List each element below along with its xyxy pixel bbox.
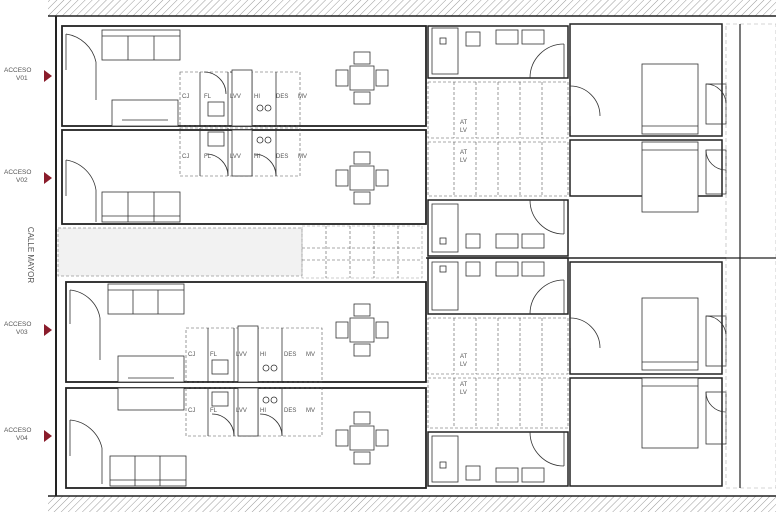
at-label: AT <box>460 120 468 126</box>
lv-label: LV <box>460 128 467 134</box>
sideboards <box>111 99 185 411</box>
lv-label: LV <box>460 158 467 164</box>
kitchen-code-label: HI <box>260 408 266 414</box>
access-code: V02 <box>16 177 28 184</box>
kitchen-code-label: MV <box>306 408 315 414</box>
access-v04: ACCESO V04 <box>4 427 52 442</box>
access-label: ACCESO <box>4 321 31 328</box>
bedrooms <box>569 23 723 487</box>
at-label: AT <box>460 382 468 388</box>
lv-label: LV <box>460 390 467 396</box>
kitchen-code-label: DES <box>284 352 296 358</box>
kitchen-v04 <box>185 387 323 437</box>
kitchen-code-label: CJ <box>188 352 195 358</box>
kitchen-code-label: HI <box>260 352 266 358</box>
top-boundary-hatch <box>48 0 776 16</box>
kitchen-v02 <box>179 127 301 177</box>
access-v01: ACCESO V01 <box>4 67 52 82</box>
kitchen-code-label: FL <box>204 154 212 160</box>
kitchen-code-label: LVV <box>236 352 247 358</box>
kitchen-code-label: HI <box>254 94 260 100</box>
sofas <box>101 29 187 487</box>
right-courtyard <box>725 23 776 489</box>
kitchen-code-label: MV <box>298 154 307 160</box>
access-code: V01 <box>16 75 28 82</box>
access-label: ACCESO <box>4 427 31 434</box>
access-label: ACCESO <box>4 169 31 176</box>
entry-doors <box>65 33 103 484</box>
kitchen-code-label: FL <box>204 94 212 100</box>
kitchen-code-label: LVV <box>230 154 241 160</box>
kitchen-code-label: FL <box>210 352 218 358</box>
laundry-zones <box>427 81 569 429</box>
kitchen-code-label: CJ <box>182 154 189 160</box>
access-code: V03 <box>16 329 28 336</box>
access-arrow-icon <box>44 430 52 442</box>
kitchen-code-label: LVV <box>230 94 241 100</box>
street-strip <box>57 227 303 277</box>
kitchen-code-label: MV <box>306 352 315 358</box>
kitchen-code-label: DES <box>284 408 296 414</box>
kitchen-code-label: HI <box>254 154 260 160</box>
access-label: ACCESO <box>4 67 31 74</box>
access-v02: ACCESO V02 <box>4 169 52 184</box>
bottom-boundary-hatch <box>48 496 776 512</box>
kitchen-code-label: CJ <box>188 408 195 414</box>
kitchen-v03 <box>185 325 323 383</box>
lv-label: LV <box>460 362 467 368</box>
kitchen-code-label: LVV <box>236 408 247 414</box>
access-arrow-icon <box>44 172 52 184</box>
at-label: AT <box>460 150 468 156</box>
street-name-label: CALLE MAYOR <box>26 227 35 284</box>
access-arrow-icon <box>44 70 52 82</box>
kitchen-code-label: CJ <box>182 94 189 100</box>
at-label: AT <box>460 354 468 360</box>
kitchen-code-label: DES <box>276 154 288 160</box>
access-code: V04 <box>16 435 28 442</box>
kitchen-v01 <box>179 69 301 127</box>
kitchen-code-label: FL <box>210 408 218 414</box>
access-arrow-icon <box>44 324 52 336</box>
kitchen-code-labels: CJ FL LVV HI DES MV CJ FL LVV HI DES MV CJ FL LVV HI DES… <box>182 94 315 414</box>
dining-tables <box>335 51 389 465</box>
lv-at-labels: AT LV AT LV AT LV AT LV <box>460 120 468 396</box>
access-v03: ACCESO V03 <box>4 321 52 336</box>
kitchen-code-label: DES <box>276 94 288 100</box>
kitchen-code-label: MV <box>298 94 307 100</box>
